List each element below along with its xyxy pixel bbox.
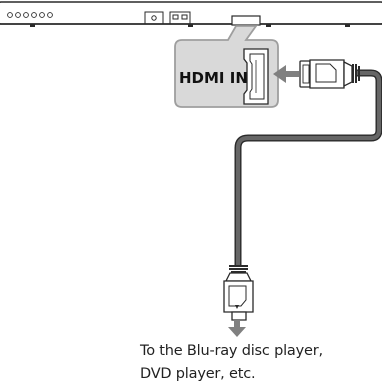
caption: To the Blu-ray disc player, DVD player, …: [140, 340, 380, 386]
caption-line-2: DVD player, etc.: [140, 366, 256, 382]
output-arrow: [228, 320, 246, 337]
soundbar-body: [0, 1, 382, 25]
soundbar-feet: [30, 24, 350, 27]
soundbar: [0, 1, 382, 27]
caption-line-1: To the Blu-ray disc player,: [140, 343, 323, 359]
hdmi-connector-top: [299, 59, 360, 89]
hdmi-port-outline: [231, 15, 261, 26]
port-callout: HDMI IN: [174, 25, 279, 108]
soundbar-rear-panel: [144, 11, 191, 25]
hdmi-connector-bottom: [223, 265, 254, 321]
hdmi-port-icon: [243, 48, 269, 105]
insert-arrow: [273, 65, 299, 83]
soundbar-buttons: [7, 12, 53, 18]
hdmi-cable: [234, 69, 382, 266]
hdmi-in-label: HDMI IN: [179, 69, 248, 87]
